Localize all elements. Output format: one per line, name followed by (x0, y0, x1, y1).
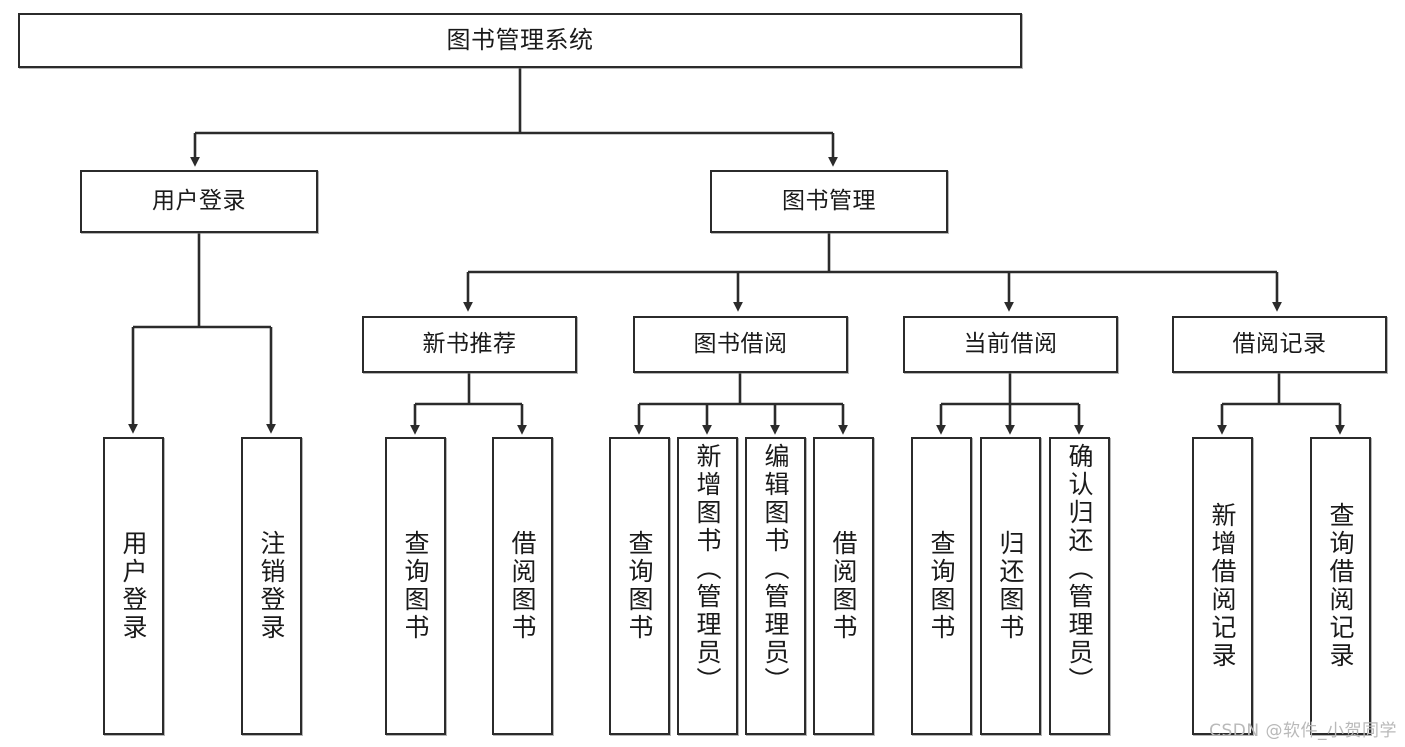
leaf-logout-login[interactable]: 注销登录 (241, 437, 302, 735)
node-label: 归还图书 (996, 530, 1025, 642)
node-user-login[interactable]: 用户登录 (80, 170, 318, 233)
leaf-bb-query-book[interactable]: 查询图书 (609, 437, 670, 735)
node-book-manage[interactable]: 图书管理 (710, 170, 948, 233)
node-label: 图书借阅 (693, 330, 788, 357)
node-label: 用户登录 (119, 530, 148, 642)
node-current-borrow[interactable]: 当前借阅 (903, 316, 1118, 373)
leaf-cb-confirm-return[interactable]: 确认归还（管理员） (1049, 437, 1110, 735)
leaf-cb-return-book[interactable]: 归还图书 (980, 437, 1041, 735)
leaf-br-add-record[interactable]: 新增借阅记录 (1192, 437, 1253, 735)
leaf-br-query-record[interactable]: 查询借阅记录 (1310, 437, 1371, 735)
leaf-bb-add-book[interactable]: 新增图书（管理员） (677, 437, 738, 735)
node-book-borrow[interactable]: 图书借阅 (633, 316, 848, 373)
node-label: 新增图书（管理员） (693, 443, 722, 695)
node-new-book-recommend[interactable]: 新书推荐 (362, 316, 577, 373)
node-borrow-record[interactable]: 借阅记录 (1172, 316, 1387, 373)
node-label: 查询图书 (401, 530, 430, 642)
node-label: 借阅图书 (508, 530, 537, 642)
watermark-text: CSDN @软件_小贺同学 (1209, 721, 1397, 741)
node-label: 图书管理系统 (446, 26, 594, 55)
node-label: 编辑图书（管理员） (761, 443, 790, 695)
leaf-nbr-query-book[interactable]: 查询图书 (385, 437, 446, 735)
node-root-system[interactable]: 图书管理系统 (18, 13, 1022, 68)
node-label: 确认归还（管理员） (1065, 443, 1094, 695)
leaf-cb-query-book[interactable]: 查询图书 (911, 437, 972, 735)
node-label: 借阅记录 (1232, 330, 1327, 357)
node-label: 图书管理 (782, 187, 876, 214)
node-label: 借阅图书 (829, 530, 858, 642)
leaf-user-login[interactable]: 用户登录 (103, 437, 164, 735)
node-label: 查询图书 (927, 530, 956, 642)
leaf-nbr-borrow-book[interactable]: 借阅图书 (492, 437, 553, 735)
node-label: 新增借阅记录 (1208, 502, 1237, 670)
leaf-bb-edit-book[interactable]: 编辑图书（管理员） (745, 437, 806, 735)
node-label: 当前借阅 (963, 330, 1058, 357)
leaf-bb-borrow-book[interactable]: 借阅图书 (813, 437, 874, 735)
node-label: 查询图书 (625, 530, 654, 642)
node-label: 用户登录 (152, 187, 246, 214)
node-label: 注销登录 (257, 530, 286, 642)
node-label: 新书推荐 (422, 330, 517, 357)
node-label: 查询借阅记录 (1326, 502, 1355, 670)
